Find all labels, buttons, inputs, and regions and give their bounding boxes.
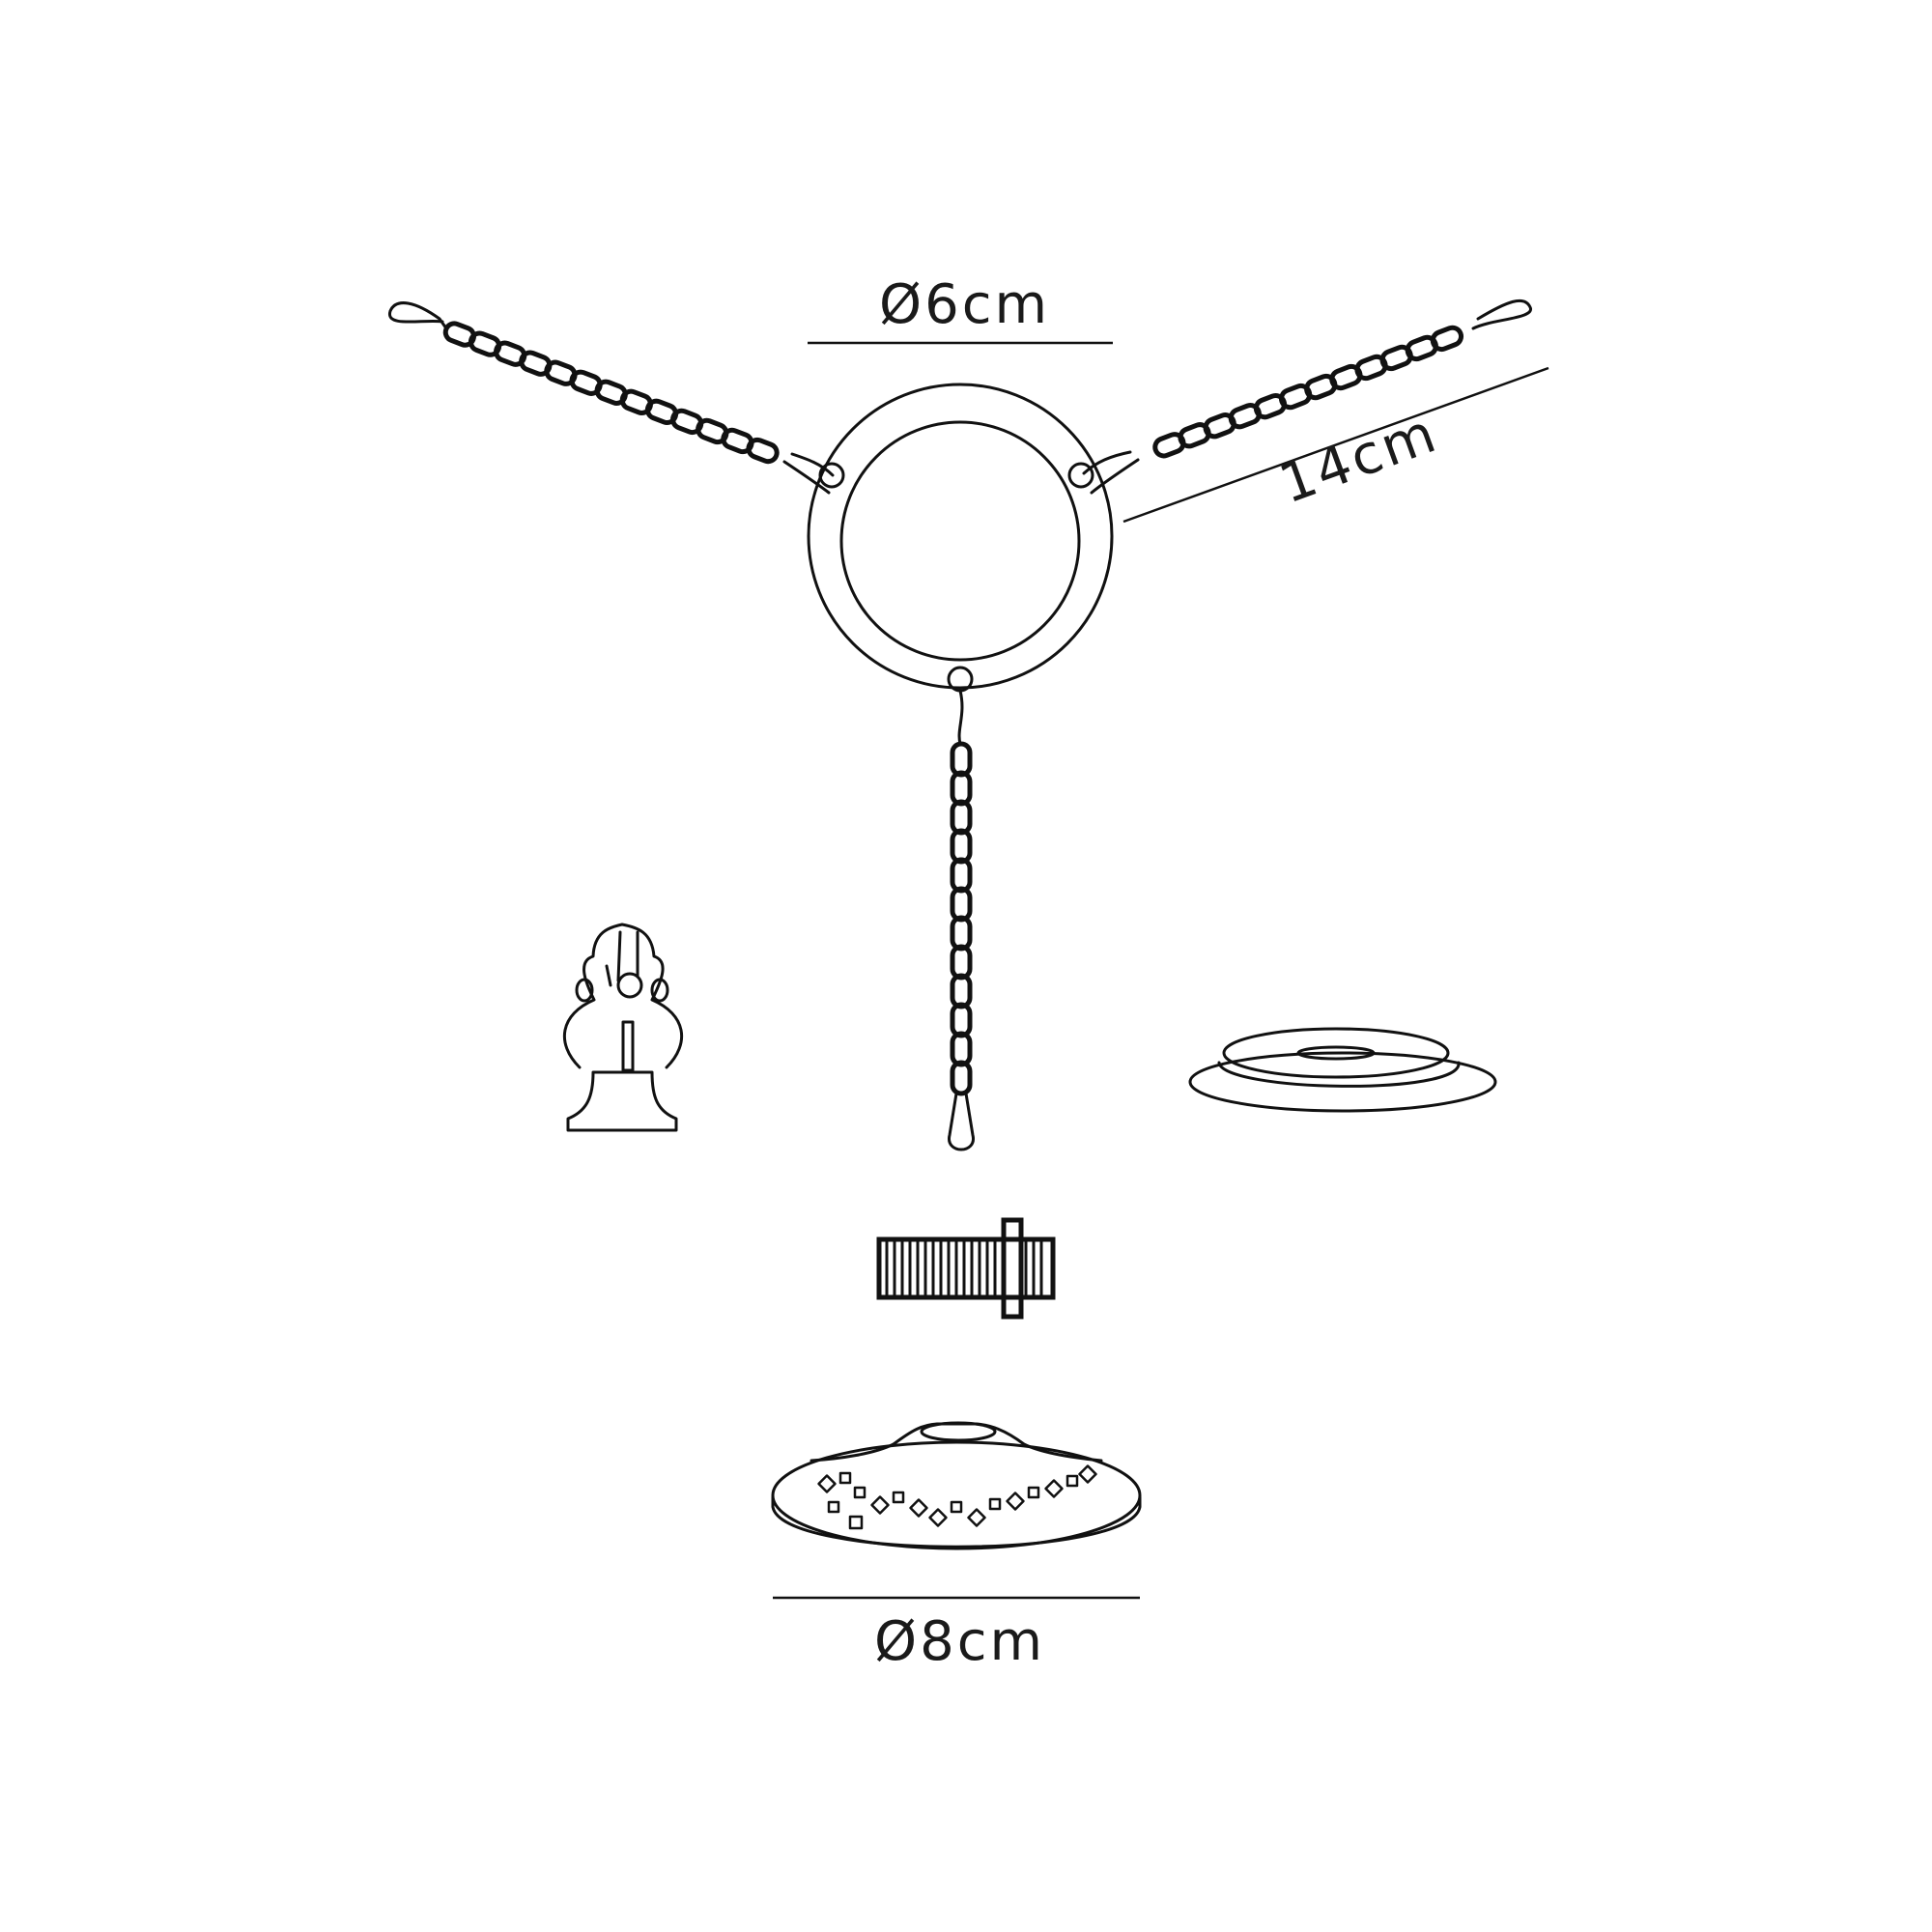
suspension-ring — [807, 383, 1114, 693]
ceiling-rose — [771, 1421, 1142, 1550]
ring-diameter-label: Ø6cm — [879, 273, 1051, 336]
left-chain — [388, 301, 835, 495]
threaded-nipple — [876, 1217, 1056, 1320]
flat-cup — [1188, 1027, 1497, 1113]
finial — [563, 923, 683, 1132]
right-chain — [1082, 298, 1532, 495]
rose-diameter-label: Ø8cm — [874, 1610, 1046, 1673]
chain-length-dimension-line — [1122, 366, 1549, 524]
center-chain — [948, 689, 975, 1151]
